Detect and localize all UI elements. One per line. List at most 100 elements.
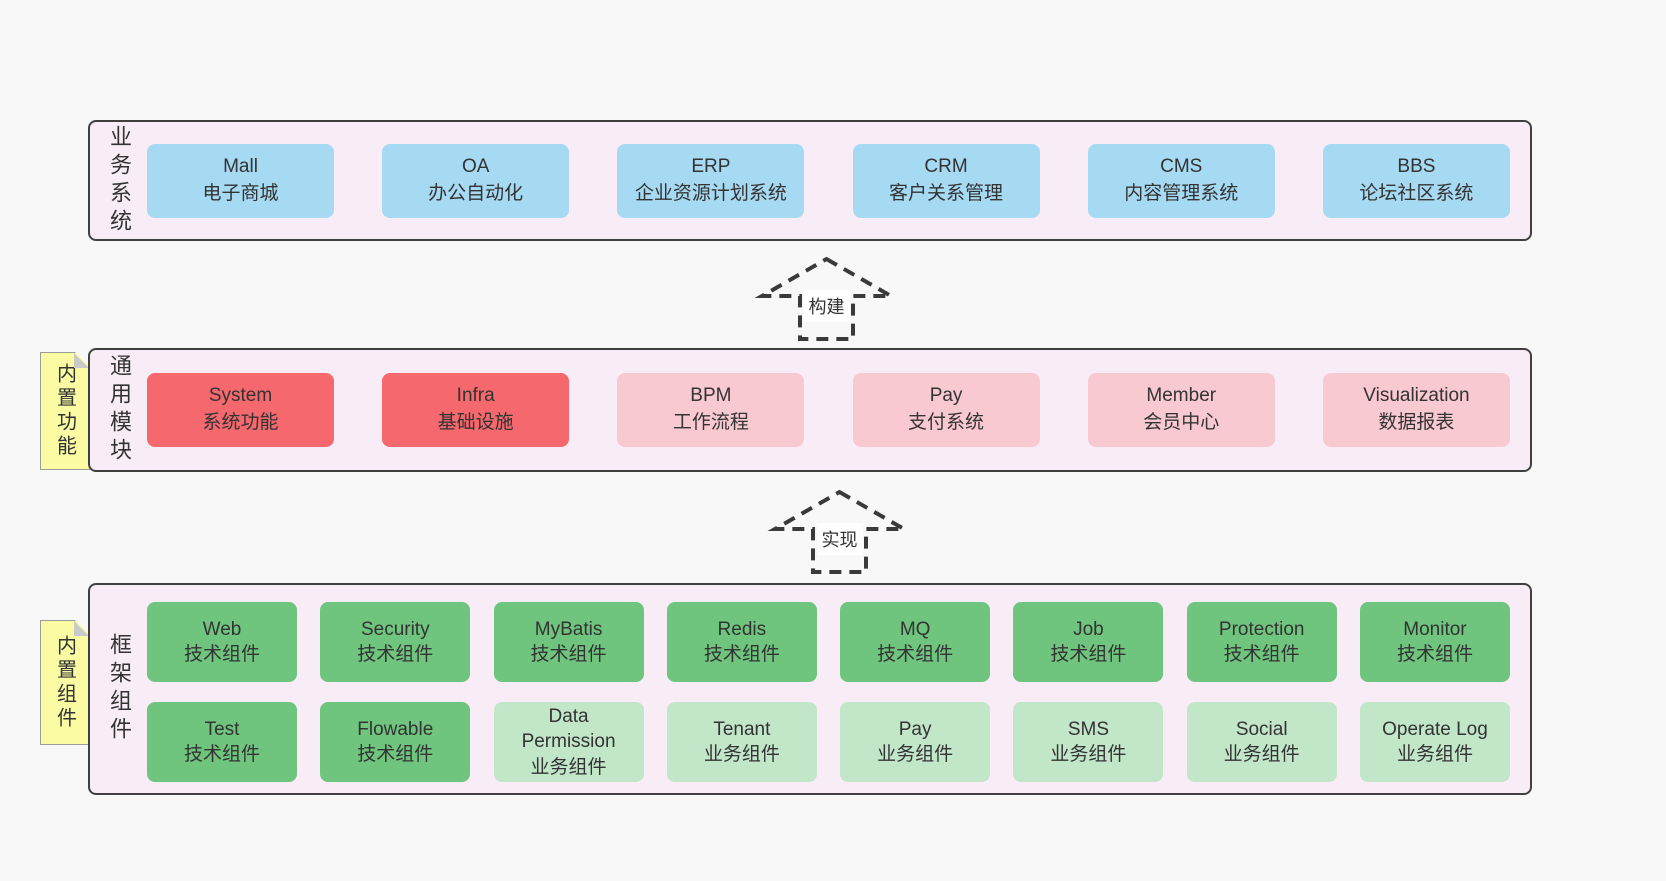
components-row-2: Test 技术组件 Flowable 技术组件 Data Permission … [147, 702, 1510, 782]
diagram-box: Protection 技术组件 [1186, 602, 1337, 682]
diagram-box: OA 办公自动化 [382, 143, 570, 218]
diagram-box: Operate Log 业务组件 [1359, 702, 1510, 782]
diagram-box: Redis 技术组件 [666, 602, 817, 682]
box-title: ERP [691, 155, 731, 177]
diagram-box: Job 技术组件 [1013, 602, 1164, 682]
box-title: Infra [456, 385, 495, 407]
box-subtitle: 电子商城 [202, 182, 279, 204]
box-title: Redis [717, 618, 767, 640]
note-fold-corner [74, 353, 89, 368]
diagram-box: SMS 业务组件 [1013, 702, 1164, 782]
box-subtitle: 业务组件 [530, 756, 607, 778]
box-subtitle: 企业资源计划系统 [634, 182, 787, 204]
box-subtitle: 系统功能 [202, 412, 279, 433]
box-title: Pay [929, 385, 963, 407]
note-fold-corner [74, 621, 89, 636]
box-title: BPM [690, 385, 732, 407]
up-block-arrow-icon [754, 256, 899, 341]
diagram-box: Infra 基础设施 [382, 373, 570, 447]
components-row-1: Web 技术组件 Security 技术组件 MyBatis 技术组件 Redi… [147, 602, 1510, 682]
box-title: Tenant [713, 718, 771, 740]
box-title: Job [1073, 618, 1104, 640]
box-subtitle: 客户关系管理 [889, 182, 1004, 204]
modules-boxes-row: System 系统功能 Infra 基础设施 BPM 工作流程 Pay 支付系统… [147, 373, 1510, 447]
box-subtitle: 业务组件 [877, 744, 954, 765]
diagram-box: MyBatis 技术组件 [493, 602, 644, 682]
implement-arrow: 实现 [767, 489, 912, 575]
diagram-box: CMS 内容管理系统 [1087, 143, 1275, 218]
sticky-note-built-in-features: 内置功能 [40, 352, 90, 470]
build-arrow: 构建 [754, 256, 899, 342]
diagram-box: Mall 电子商城 [147, 143, 334, 218]
box-title: SMS [1067, 718, 1109, 740]
section-business-systems: 业务系统 Mall 电子商城 OA 办公自动化 ERP 企业资源计划系统 CRM… [88, 120, 1532, 241]
box-subtitle: 技术组件 [357, 744, 434, 765]
box-subtitle: 基础设施 [437, 412, 514, 433]
box-subtitle: 技术组件 [1223, 644, 1300, 665]
box-subtitle: 技术组件 [703, 644, 780, 665]
box-title: CRM [924, 155, 968, 177]
box-title: Operate Log [1382, 718, 1488, 740]
diagram-box: Member 会员中心 [1087, 373, 1275, 447]
implement-arrow-label: 实现 [816, 523, 863, 555]
box-title: Protection [1218, 618, 1305, 640]
diagram-box: Data Permission 业务组件 [493, 702, 644, 782]
box-title: Mall [223, 155, 258, 177]
section-business-label: 业务系统 [107, 124, 132, 237]
business-boxes-row: Mall 电子商城 OA 办公自动化 ERP 企业资源计划系统 CRM 客户关系… [147, 143, 1510, 218]
sticky-note-text: 内置功能 [53, 363, 76, 459]
diagram-box: CRM 客户关系管理 [852, 143, 1040, 218]
diagram-box: ERP 企业资源计划系统 [617, 143, 805, 218]
box-title: Web [202, 618, 242, 640]
box-title: MyBatis [534, 618, 603, 640]
box-title: CMS [1160, 155, 1203, 177]
section-modules-label: 通用模块 [107, 354, 132, 466]
up-block-arrow-icon [767, 489, 912, 574]
box-title: OA [461, 155, 490, 177]
box-subtitle: 技术组件 [530, 644, 607, 665]
box-subtitle: 业务组件 [1223, 744, 1300, 765]
box-title: System [208, 385, 273, 407]
box-title: BBS [1397, 155, 1436, 177]
section-components-label: 框架组件 [107, 633, 132, 745]
build-arrow-label: 构建 [803, 290, 850, 322]
diagram-box: Social 业务组件 [1186, 702, 1337, 782]
box-title: MQ [899, 618, 931, 640]
box-subtitle: 技术组件 [183, 744, 260, 765]
box-title: Social [1235, 718, 1288, 740]
box-subtitle: 技术组件 [183, 644, 260, 665]
diagram-box: MQ 技术组件 [840, 602, 991, 682]
components-rows: Web 技术组件 Security 技术组件 MyBatis 技术组件 Redi… [147, 602, 1510, 782]
box-title: Member [1146, 385, 1217, 407]
section-common-modules: 通用模块 System 系统功能 Infra 基础设施 BPM 工作流程 Pay… [88, 348, 1532, 472]
box-title: Data Permission [521, 706, 616, 753]
box-subtitle: 技术组件 [1396, 644, 1473, 665]
diagram-box: Monitor 技术组件 [1359, 602, 1510, 682]
box-subtitle: 业务组件 [703, 744, 780, 765]
box-title: Visualization [1363, 385, 1470, 407]
diagram-box: Tenant 业务组件 [666, 702, 817, 782]
box-subtitle: 论坛社区系统 [1359, 182, 1474, 204]
section-framework-components: 框架组件 Web 技术组件 Security 技术组件 MyBatis 技术组件… [88, 583, 1532, 795]
box-title: Flowable [357, 718, 434, 740]
box-subtitle: 技术组件 [357, 644, 434, 665]
box-subtitle: 会员中心 [1143, 412, 1220, 433]
box-subtitle: 业务组件 [1396, 744, 1473, 765]
diagram-box: Test 技术组件 [147, 702, 297, 782]
box-subtitle: 工作流程 [672, 412, 749, 433]
sticky-note-text: 内置组件 [53, 634, 76, 731]
box-title: Security [360, 618, 430, 640]
diagram-box: Pay 支付系统 [852, 373, 1040, 447]
diagram-box: Pay 业务组件 [840, 702, 991, 782]
diagram-box: Security 技术组件 [320, 602, 471, 682]
diagram-box: BPM 工作流程 [617, 373, 805, 447]
diagram-box: BBS 论坛社区系统 [1322, 143, 1510, 218]
box-subtitle: 内容管理系统 [1124, 182, 1239, 204]
box-subtitle: 业务组件 [1050, 744, 1127, 765]
box-title: Monitor [1403, 618, 1467, 640]
box-title: Pay [898, 718, 932, 740]
box-subtitle: 技术组件 [1050, 644, 1127, 665]
box-subtitle: 支付系统 [908, 412, 985, 433]
box-subtitle: 办公自动化 [428, 182, 524, 204]
